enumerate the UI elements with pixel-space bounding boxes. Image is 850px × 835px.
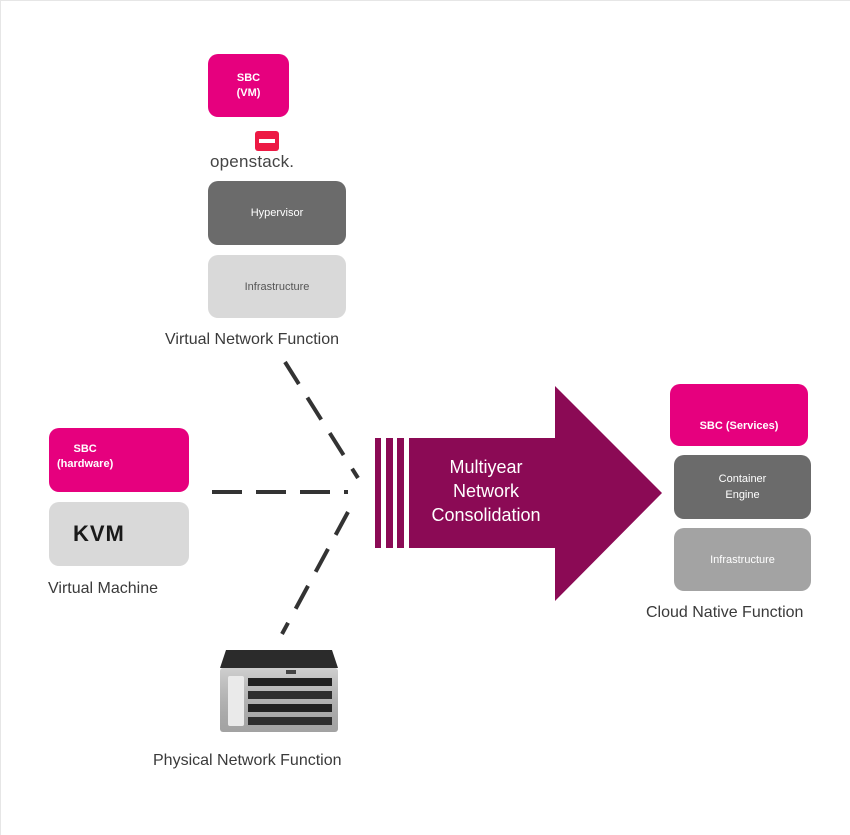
kvm-logo-text: KVM [73, 521, 125, 546]
container-engine-line1: Container [718, 473, 767, 485]
vnf-infrastructure-box: Infrastructure [208, 255, 346, 318]
openstack-logo-text: openstack. [210, 152, 295, 171]
sbc-services-label: SBC (Services) [699, 420, 779, 432]
arrow-stripe-1 [375, 438, 381, 548]
vnf-caption: Virtual Network Function [165, 331, 339, 348]
arrow-stripe-2 [386, 438, 393, 548]
pnf-caption: Physical Network Function [153, 752, 342, 769]
openstack-icon [255, 131, 279, 151]
arrow-label-line3: Consolidation [431, 505, 541, 525]
arrow-stripe-3 [397, 438, 404, 548]
sbc-hardware-label-line2: (hardware) [57, 458, 114, 470]
sbc-vm-label-line1: SBC [236, 71, 261, 84]
consolidation-arrow-label: Multiyear Network Consolidation [418, 455, 554, 527]
sbc-hardware-box: SBC (hardware) [49, 428, 189, 492]
arrow-label-line2: Network [452, 481, 519, 501]
connector-pnf [280, 511, 350, 635]
hypervisor-label: Hypervisor [250, 207, 304, 219]
kvm-box: KVM [49, 502, 189, 566]
vnf-infrastructure-label: Infrastructure [244, 280, 310, 293]
connector-vnf [283, 360, 360, 480]
sbc-vm-box: SBC (VM) [208, 54, 289, 117]
container-engine-box: Container Engine [674, 455, 811, 519]
consolidation-arrow [409, 386, 662, 601]
openstack-logo: openstack. [210, 152, 320, 172]
hypervisor-box: Hypervisor [208, 181, 346, 245]
physical-appliance-image [220, 650, 338, 732]
cnf-caption: Cloud Native Function [646, 604, 804, 621]
vm-caption: Virtual Machine [48, 580, 158, 597]
cnf-infrastructure-label: Infrastructure [710, 553, 775, 566]
container-engine-line2: Engine [725, 489, 760, 501]
cnf-infrastructure-box: Infrastructure [674, 528, 811, 591]
sbc-vm-label-line2: (VM) [236, 86, 261, 99]
sbc-services-box: SBC (Services) [670, 384, 808, 446]
sbc-hardware-label-line1: SBC [73, 443, 97, 455]
arrow-label-line1: Multiyear [449, 457, 523, 477]
